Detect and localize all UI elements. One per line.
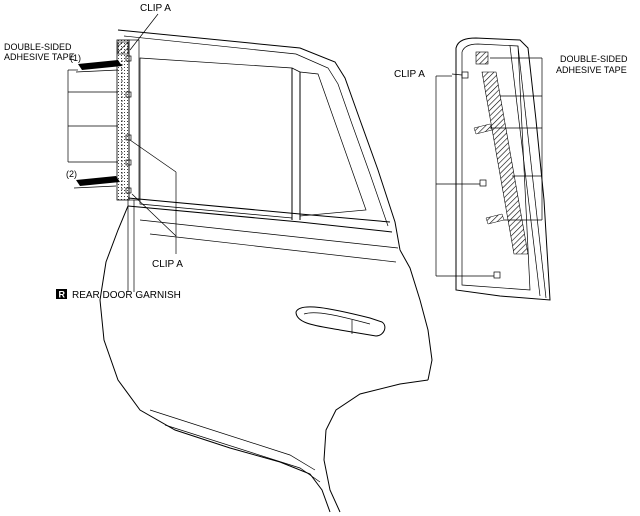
- detail-inner-outline: [461, 43, 531, 291]
- badge-r: [56, 289, 67, 299]
- door-handle-detail: [303, 312, 371, 325]
- leader-clip-a-bottom-1: [129, 139, 177, 173]
- detail-tape-small-2: [485, 213, 505, 225]
- door-lower-outline-front: [99, 205, 331, 513]
- detail-garnish: [455, 37, 551, 301]
- clip-a-marker-5: [125, 187, 132, 194]
- detail-tape-top: [475, 51, 489, 65]
- adhesive-tape-top: [117, 41, 129, 55]
- door-crease-2: [149, 233, 397, 263]
- badge-r-letter: R: [59, 290, 66, 300]
- door-bottom-crease-2: [164, 424, 321, 483]
- door-crease-1: [139, 219, 399, 249]
- detail-tape-small-1: [473, 123, 493, 135]
- tape-piece-2-shadow: [73, 185, 117, 189]
- clip-a-marker-1: [125, 55, 132, 62]
- detail-clip-3: [493, 271, 501, 279]
- garnish-strip-edge: [128, 39, 140, 201]
- belt-line-upper: [127, 197, 391, 223]
- label-tape-right-1: DOUBLE-SIDED: [560, 54, 628, 64]
- tape-piece-1-shape: [78, 60, 122, 70]
- label-clip-a-bottom: CLIP A: [152, 259, 183, 270]
- leader-clip-a-top: [129, 13, 159, 51]
- clip-a-marker-4: [125, 159, 132, 166]
- label-clip-a-top: CLIP A: [140, 3, 171, 14]
- left-tape-bracket: [67, 69, 118, 163]
- division-bar-top: [291, 67, 301, 73]
- leader-clip-a-bottom-2: [131, 193, 177, 237]
- wheel-arch: [323, 379, 429, 513]
- door-lower-outline-rear: [399, 249, 433, 381]
- tape-piece-1-shadow: [75, 69, 119, 73]
- garnish-badge: R: [56, 289, 67, 300]
- detail-tape-long: [481, 71, 529, 255]
- door-body: [99, 29, 433, 513]
- leader-right-clip-top: [451, 73, 463, 76]
- label-clip-a-right: CLIP A: [394, 69, 425, 80]
- window-glass-front: [139, 57, 293, 219]
- detail-outline: [455, 37, 551, 301]
- detail-clip-2: [479, 179, 487, 187]
- door-bottom-crease: [149, 409, 316, 471]
- detail-edge-line-1: [509, 45, 541, 297]
- label-tape-left-2: ADHESIVE TAPE: [4, 52, 75, 62]
- tape-piece-1: [75, 60, 122, 73]
- label-callout-1: (1): [70, 53, 81, 63]
- detail-clip-1: [461, 71, 469, 79]
- door-handle: [295, 306, 386, 337]
- label-tape-right-2: ADHESIVE TAPE: [556, 65, 627, 75]
- label-callout-2: (2): [66, 169, 77, 179]
- window-frame-outer: [117, 29, 401, 251]
- label-tape-left-1: DOUBLE-SIDED: [4, 42, 72, 52]
- clip-a-marker-2: [125, 91, 132, 98]
- tape-piece-2: [73, 176, 120, 189]
- detail-leaders: [435, 57, 543, 277]
- label-rear-door-garnish: REAR DOOR GARNISH: [72, 290, 181, 301]
- window-glass-rear: [299, 71, 367, 217]
- belt-line-lower: [127, 205, 393, 233]
- tape-piece-2-shape: [76, 176, 120, 186]
- clip-a-marker-3: [125, 134, 132, 141]
- window-frame-inner: [123, 35, 389, 227]
- detail-edge-line-2: [517, 45, 547, 299]
